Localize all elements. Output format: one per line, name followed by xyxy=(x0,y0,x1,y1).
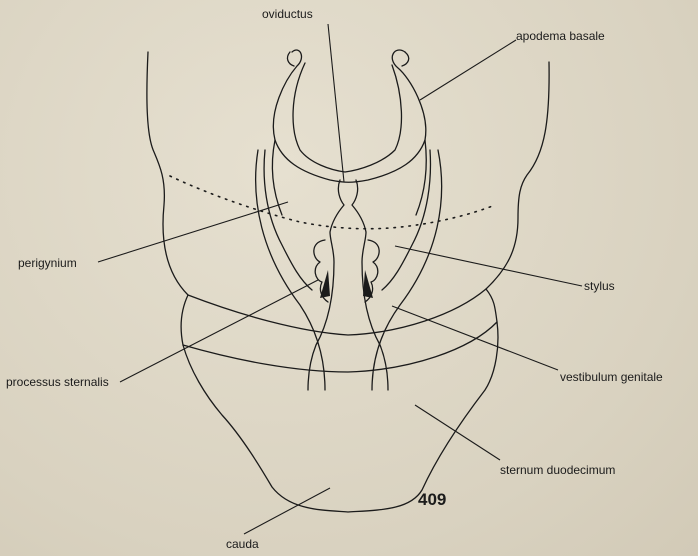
label-cauda: cauda xyxy=(226,537,259,551)
label-apodema-basale: apodema basale xyxy=(516,29,605,43)
label-stylus: stylus xyxy=(584,279,615,293)
leader-lines xyxy=(98,24,582,534)
label-sternum-duodecimum: sternum duodecimum xyxy=(500,463,615,477)
figure-number: 409 xyxy=(418,490,446,509)
stylus-shape xyxy=(314,240,379,302)
label-oviductus: oviductus xyxy=(262,7,313,21)
perigynium-shape xyxy=(264,140,430,290)
apodema-basale-shape xyxy=(273,50,425,182)
body-outline xyxy=(147,52,549,512)
label-perigynium: perigynium xyxy=(18,256,77,270)
dotted-boundary xyxy=(170,176,495,229)
label-processus-sternalis: processus sternalis xyxy=(6,375,109,389)
label-vestibulum-genitale: vestibulum genitale xyxy=(560,370,663,384)
